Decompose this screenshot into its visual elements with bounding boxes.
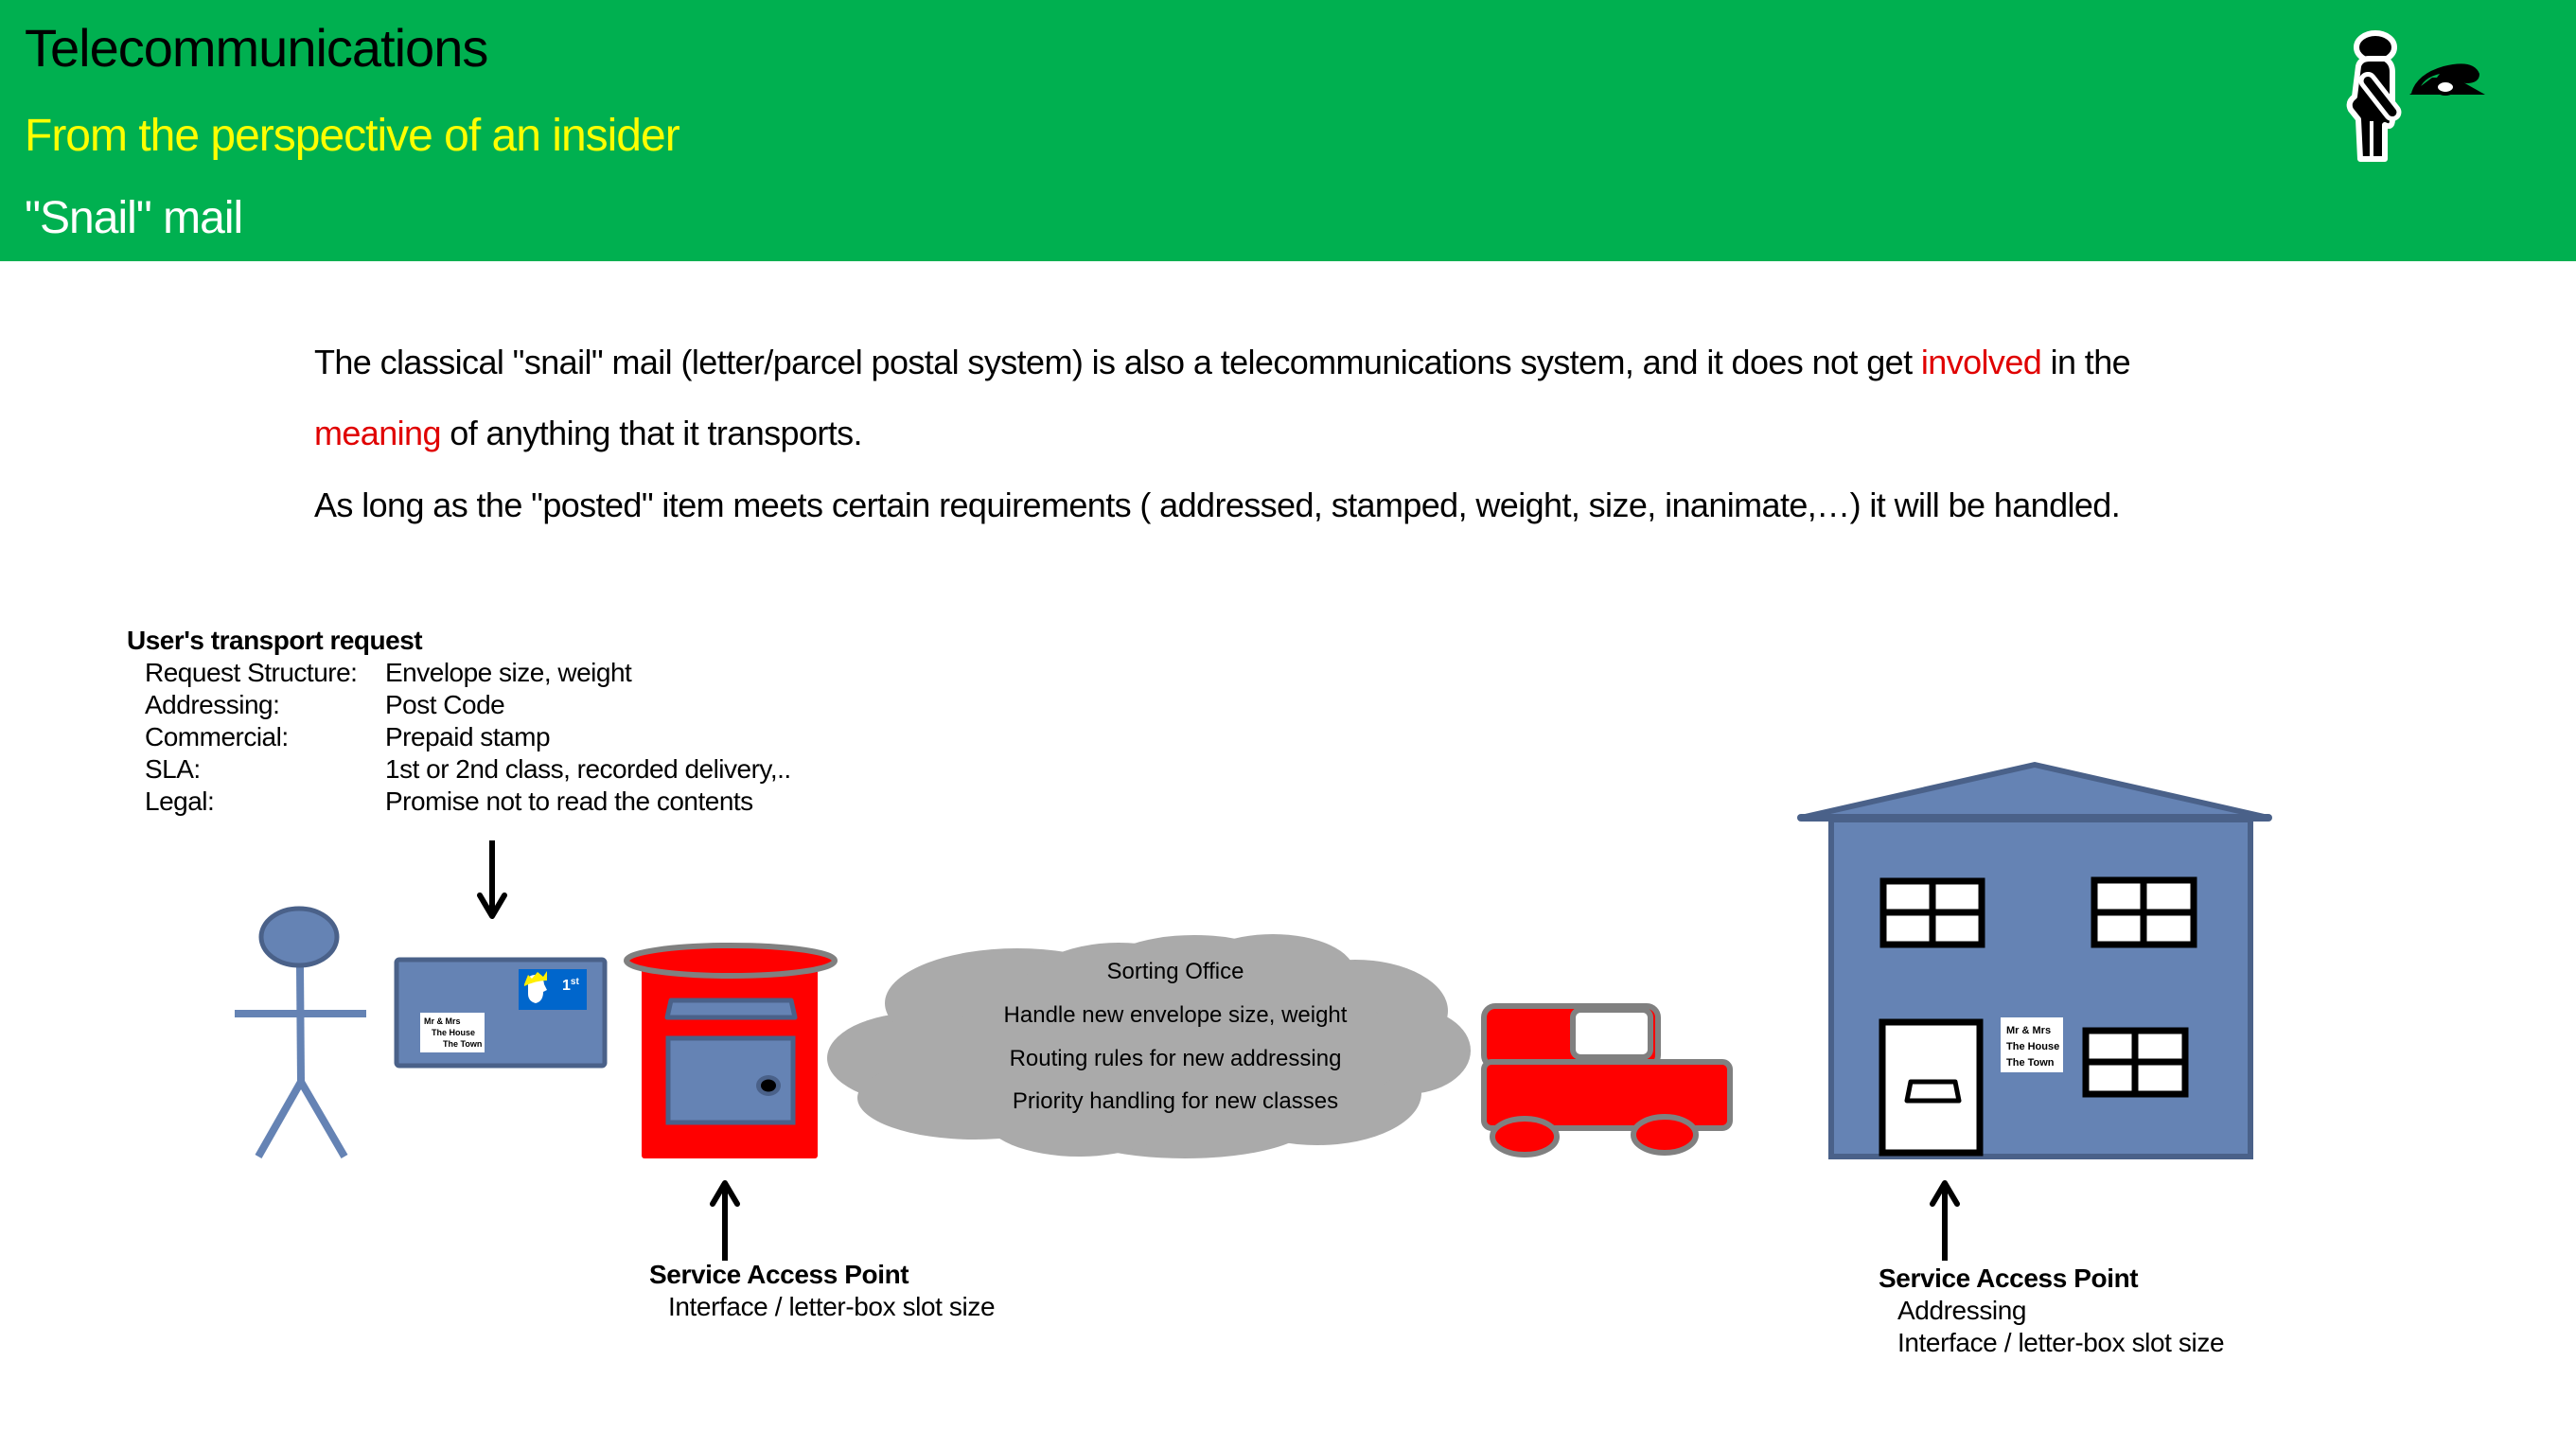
- postbox-icon: [624, 943, 838, 1158]
- envelope-address-line: Mr & Mrs: [424, 1016, 461, 1026]
- envelope-icon: Mr & Mrs The House The Town 1st: [394, 957, 608, 1069]
- slide-header: Telecommunications From the perspective …: [0, 0, 2576, 261]
- intro-line-1: The classical "snail" mail (letter/parce…: [314, 343, 2131, 382]
- sap-title: Service Access Point: [649, 1260, 909, 1289]
- request-row: Commercial: Prepaid stamp: [127, 721, 791, 753]
- service-access-point-postbox: Service Access Point Interface / letter-…: [649, 1259, 996, 1323]
- stamp-suffix: st: [571, 977, 580, 987]
- intro-text: The classical "snail" mail (letter/parce…: [314, 343, 1921, 381]
- transport-request-title: User's transport request: [127, 626, 423, 655]
- request-key: Legal:: [145, 786, 215, 816]
- request-key: Commercial:: [145, 722, 289, 751]
- up-arrow-icon: [1930, 1180, 1960, 1261]
- house-address-line: The House: [2006, 1041, 2059, 1052]
- slide-title: Telecommunications: [25, 18, 488, 78]
- sap-title: Service Access Point: [1879, 1263, 2139, 1293]
- request-row: Addressing: Post Code: [127, 689, 791, 721]
- sap-line: Interface / letter-box slot size: [1897, 1328, 2225, 1357]
- request-value: Promise not to read the contents: [385, 786, 753, 816]
- request-value: Envelope size, weight: [385, 658, 632, 687]
- sap-line: Addressing: [1897, 1296, 2027, 1325]
- stamp-icon: 1st: [519, 969, 587, 1010]
- mail-van-icon: [1481, 1003, 1733, 1157]
- request-row: SLA: 1st or 2nd class, recorded delivery…: [127, 753, 791, 786]
- intro-line-2: meaning of anything that it transports.: [314, 414, 863, 453]
- sap-line: Interface / letter-box slot size: [668, 1292, 996, 1321]
- envelope-address-line: The Town: [443, 1039, 482, 1049]
- slide-subtitle: From the perspective of an insider: [25, 111, 680, 161]
- request-key: Request Structure:: [145, 658, 358, 687]
- intro-text: of anything that it transports.: [440, 414, 862, 452]
- sorting-office-cloud-icon: [827, 934, 1471, 1158]
- request-key: Addressing:: [145, 690, 280, 719]
- insider-with-telephone-icon: [2346, 30, 2485, 162]
- window-icon: [2082, 1027, 2189, 1098]
- request-value: Post Code: [385, 690, 505, 719]
- transport-request-block: User's transport request Request Structu…: [127, 625, 791, 818]
- stamp-class: 1: [562, 978, 571, 994]
- request-value: Prepaid stamp: [385, 722, 551, 751]
- intro-text: in the: [2041, 343, 2131, 381]
- cloud-line: Routing rules for new addressing: [1010, 1046, 1342, 1071]
- request-row: Request Structure: Envelope size, weight: [127, 657, 791, 689]
- highlight-involved: involved: [1920, 343, 2042, 381]
- cloud-line: Handle new envelope size, weight: [1004, 1002, 1348, 1028]
- highlight-meaning: meaning: [314, 414, 442, 452]
- cloud-line: Sorting Office: [1107, 959, 1244, 984]
- request-key: SLA:: [145, 754, 201, 784]
- request-value: 1st or 2nd class, recorded delivery,..: [385, 754, 791, 784]
- svg-text:1st: 1st: [562, 977, 579, 994]
- envelope-address-line: The House: [432, 1028, 475, 1037]
- user-stick-figure-icon: [235, 906, 366, 1159]
- house-address-line: The Town: [2006, 1057, 2055, 1069]
- service-access-point-house: Service Access Point Addressing Interfac…: [1879, 1263, 2225, 1359]
- window-icon: [2091, 876, 2197, 948]
- request-row: Legal: Promise not to read the contents: [127, 786, 791, 818]
- section-title: "Snail" mail: [25, 193, 243, 243]
- down-arrow-icon: [477, 840, 507, 919]
- house-icon: Mr & Mrs The House The Town: [1797, 762, 2272, 1159]
- house-address-line: Mr & Mrs: [2006, 1025, 2051, 1036]
- cloud-line: Priority handling for new classes: [1013, 1088, 1338, 1114]
- door-with-letterbox-icon: [1879, 1018, 1984, 1157]
- window-icon: [1879, 877, 1985, 948]
- intro-line-3: As long as the "posted" item meets certa…: [314, 486, 2121, 524]
- up-arrow-icon: [710, 1180, 740, 1261]
